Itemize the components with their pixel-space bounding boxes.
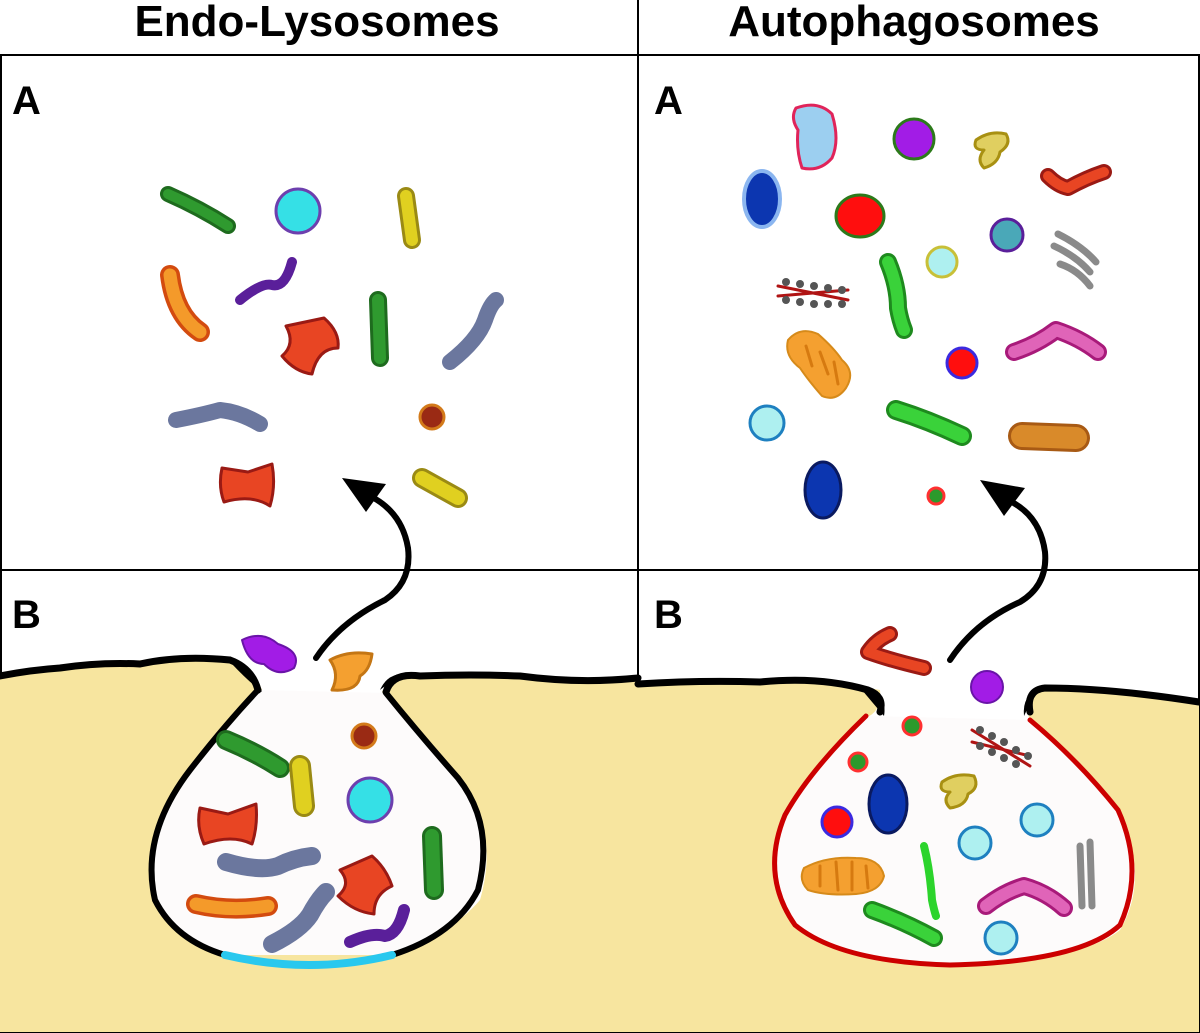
left-membrane-tip-left [232, 664, 262, 692]
cargo-orange-mitochondrion [786, 330, 852, 399]
cargo-actin-filament [776, 278, 850, 308]
cargo-red-bowtie [280, 316, 340, 376]
cargo-purple-vesicle [892, 117, 936, 161]
cargo-red-bowtie-4 [336, 854, 394, 916]
cargo-blue-nucleus-2 [803, 460, 843, 520]
cargo-paleblue-vesicle [925, 245, 959, 279]
cargo-small-dot-1 [901, 715, 923, 737]
cargo-small-red-dot [926, 486, 946, 506]
right-membrane-tip-right [1023, 690, 1040, 716]
cargo-violet-blob [241, 634, 297, 674]
cargo-gray-stack [1050, 230, 1100, 290]
right-vesicle-cargo [800, 626, 1096, 956]
cargo-red-vesicle [834, 193, 886, 239]
cargo-red-bowtie-3 [197, 802, 258, 846]
cargo-yellow-blob-2 [939, 773, 978, 810]
cargo-red-bowtie-2 [218, 462, 276, 508]
cargo-paleblue-vesicle-2 [748, 404, 786, 442]
left-arrow-head [342, 478, 386, 512]
right-cytoplasm [638, 681, 1199, 1032]
panel-letter-left-b: B [12, 593, 41, 637]
cargo-slate-chevron [168, 402, 268, 432]
cargo-brown-dot-2 [350, 722, 378, 750]
cargo-paleblue-vesicle-4 [957, 825, 993, 861]
left-vesicle-lumen [151, 690, 484, 955]
cargo-cyan-vesicle-2 [346, 776, 394, 824]
cargo-orange-blob [328, 651, 374, 692]
cargo-slate-worm [442, 292, 504, 370]
right-release-arrow [947, 497, 1049, 663]
cargo-yellow-blob [973, 131, 1010, 170]
left-vesicle-membrane [148, 687, 487, 958]
left-released-cargo [160, 186, 504, 508]
cargo-teal-vesicle [989, 217, 1025, 253]
cargo-purple-worm-2 [344, 904, 410, 948]
cargo-blue-nucleus [742, 169, 782, 229]
panel-letter-left-a: A [12, 79, 41, 123]
cargo-actin-filament-2 [970, 726, 1032, 768]
right-membrane-tip-left [862, 690, 885, 716]
cargo-paleblue-vesicle-5 [983, 920, 1019, 956]
cargo-gray-stack-2 [1076, 838, 1096, 910]
right-released-cargo [742, 103, 1112, 520]
cargo-paleblue-vesicle-3 [1019, 802, 1055, 838]
cargo-brown-dot [418, 403, 446, 431]
left-membrane-tip-right [380, 673, 408, 690]
right-arrow-head [980, 480, 1025, 516]
column-title-endo-lysosomes: Endo-Lysosomes [134, 0, 499, 46]
cargo-red-dot-2 [820, 805, 854, 839]
cargo-blue-nucleus-3 [867, 773, 909, 835]
cargo-small-dot-2 [847, 751, 869, 773]
autophagosome-membrane [772, 713, 1135, 968]
panel-letter-right-b: B [654, 593, 683, 637]
cargo-purple-vesicle-2 [970, 670, 1004, 704]
cargo-red-dot [945, 346, 979, 380]
left-cytoplasm [0, 658, 638, 1032]
cargo-orange-mitochondrion-2 [800, 856, 885, 896]
cargo-slate-worm-2 [263, 883, 335, 953]
left-vesicle-cargo [186, 634, 444, 953]
left-cell-region [0, 654, 642, 1032]
panel-letter-right-a: A [654, 79, 683, 123]
cargo-slate-chevron-2 [217, 847, 321, 878]
cargo-green-streak-2 [920, 842, 940, 920]
column-title-autophagosomes: Autophagosomes [728, 0, 1100, 46]
cargo-lightblue-blob [791, 103, 838, 171]
lysosome-accent-patch [221, 951, 396, 969]
left-release-arrow [313, 493, 412, 661]
cargo-cyan-vesicle [274, 187, 322, 235]
cargo-purple-worm [235, 257, 297, 305]
